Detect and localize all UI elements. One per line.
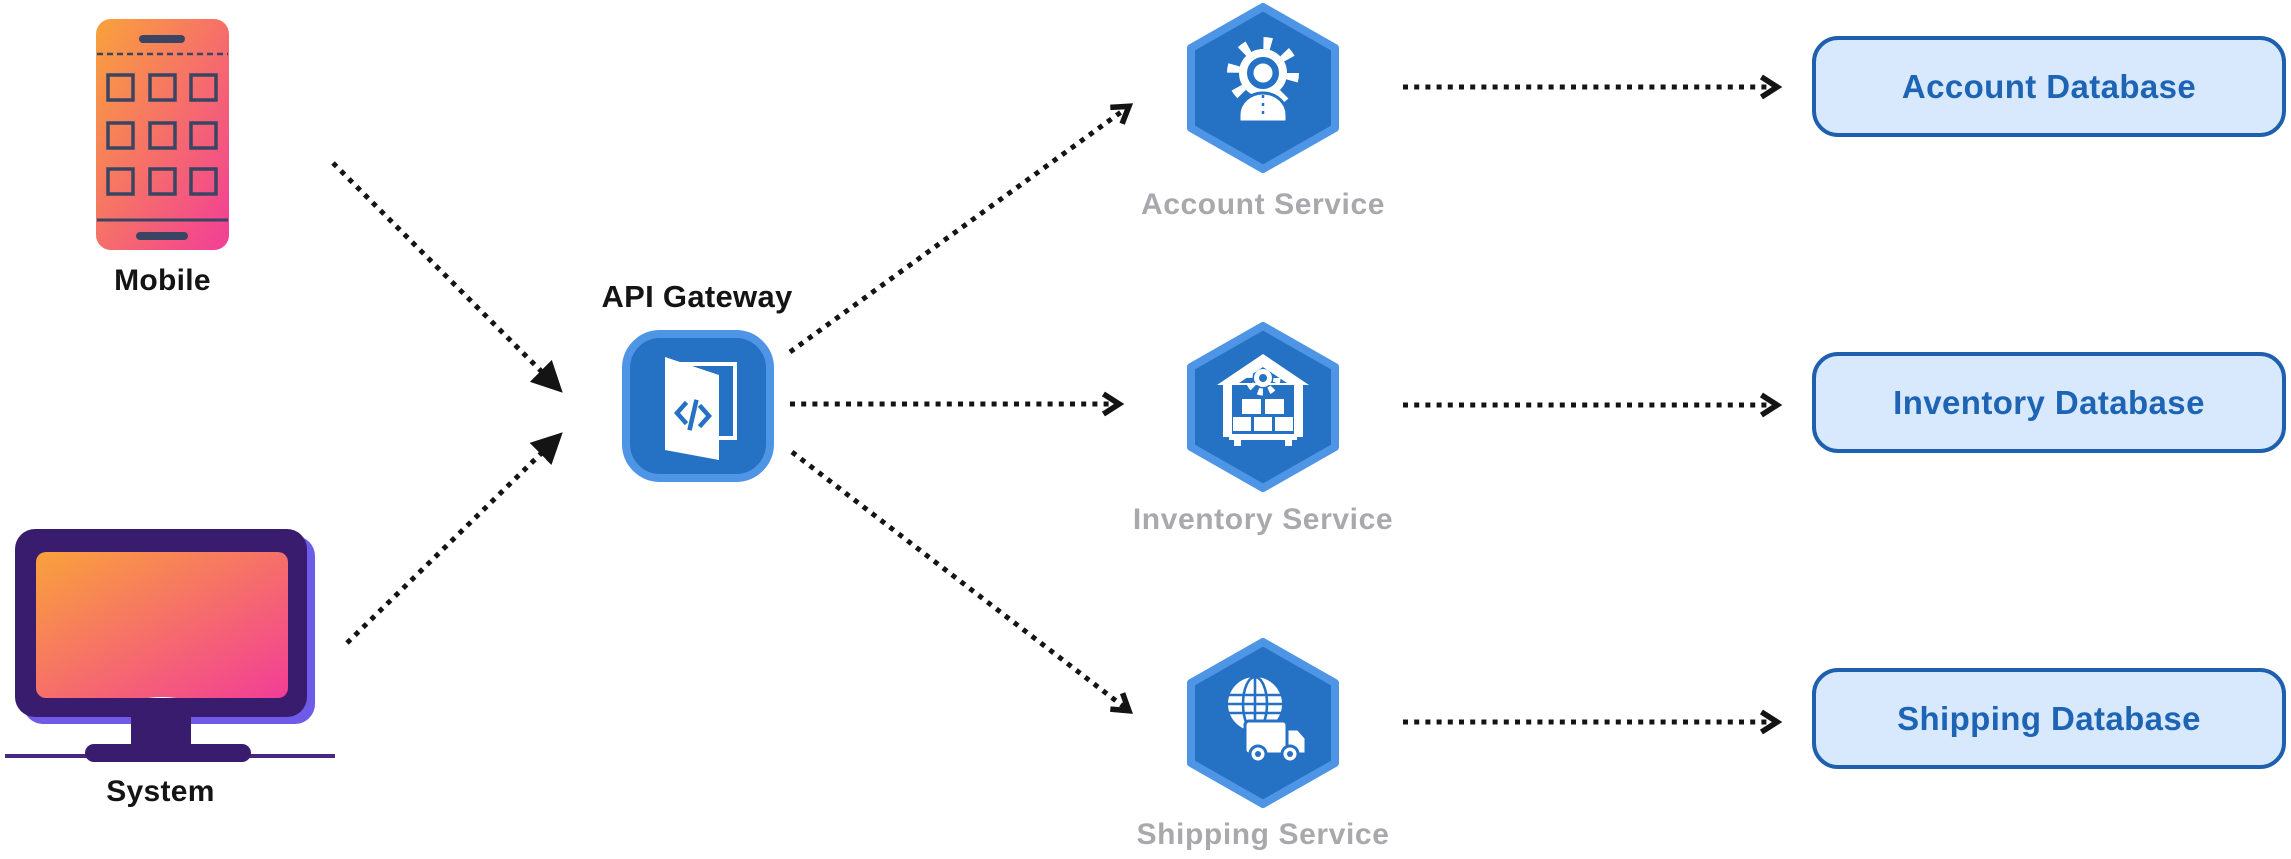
edge-gateway-shipping (790, 450, 1133, 714)
desktop-monitor-icon (5, 529, 335, 762)
code-page-icon (622, 330, 774, 482)
edge-gateway-account (788, 103, 1134, 355)
user-gear-icon (1227, 37, 1299, 124)
warehouse-icon (1217, 354, 1309, 446)
account-service-label: Account Service (1140, 188, 1386, 221)
system-label: System (106, 775, 215, 808)
shipping-service-label: Shipping Service (1136, 818, 1390, 851)
inventory-service-label: Inventory Service (1132, 503, 1394, 536)
shipping-database-label: Shipping Database (1897, 699, 2201, 737)
mobile-label: Mobile (114, 264, 211, 297)
globe-truck-icon (1228, 675, 1308, 764)
api-gateway-label: API Gateway (601, 279, 793, 314)
account-database-label: Account Database (1901, 67, 2197, 105)
inventory-database-label: Inventory Database (1893, 383, 2205, 421)
inventory-service-node (1187, 322, 1339, 492)
account-database-node: Account Database (1812, 36, 2286, 137)
shipping-database-node: Shipping Database (1812, 668, 2286, 769)
shipping-service-node (1187, 638, 1339, 808)
account-service-node (1187, 3, 1339, 173)
inventory-database-node: Inventory Database (1812, 352, 2286, 453)
edge-mobile-gateway (331, 161, 563, 393)
smartphone-icon (96, 19, 229, 250)
edge-system-gateway (345, 432, 563, 645)
